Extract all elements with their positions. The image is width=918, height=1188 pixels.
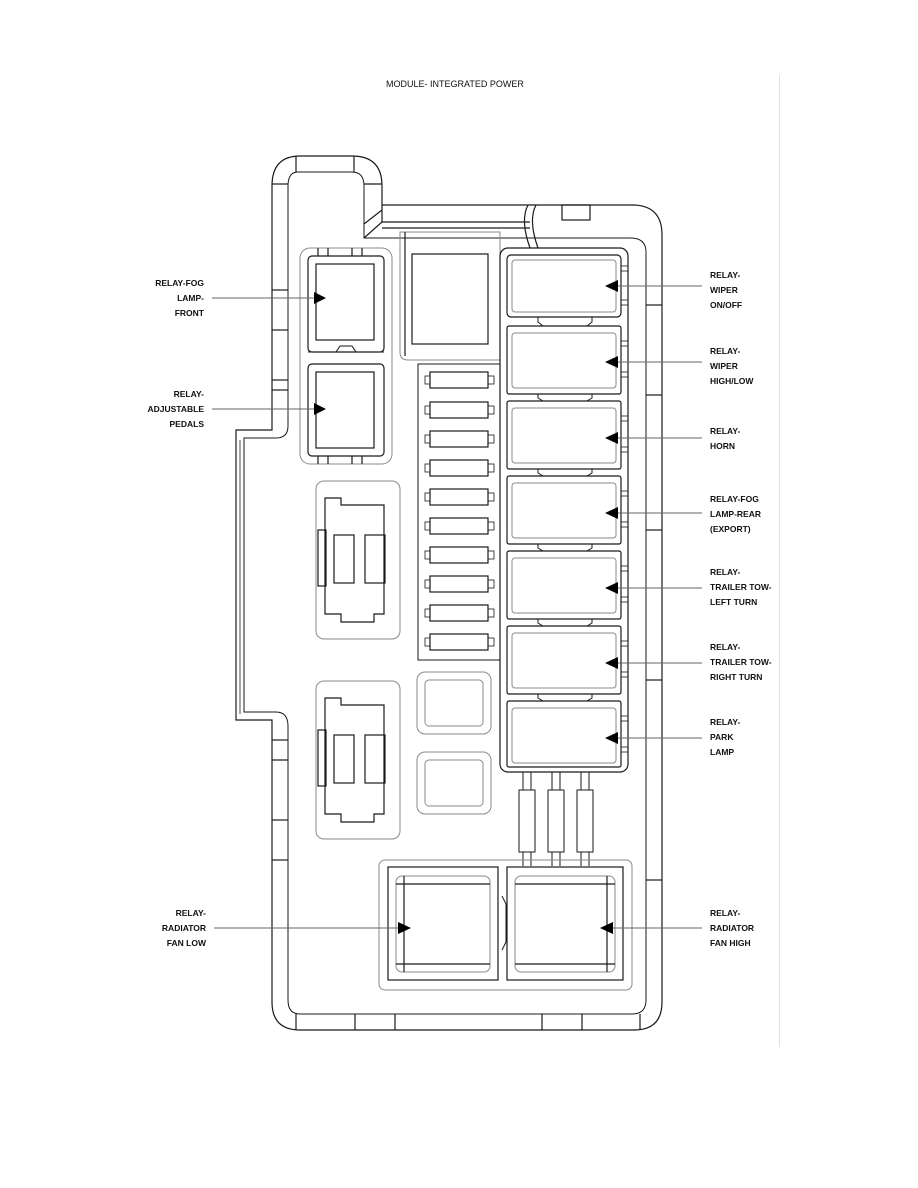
label-relay-trailer-tow-right-turn: RELAY- TRAILER TOW- RIGHT TURN (710, 642, 772, 682)
relay-fog-lamp-front (299, 247, 393, 465)
label-relay-fog-lamp-front: RELAY-FOG LAMP- FRONT (155, 278, 204, 318)
center-block-top (399, 231, 501, 361)
arrow-left-icon (605, 732, 618, 744)
diagram-title: MODULE- INTEGRATED POWER (386, 79, 524, 89)
relay-adjustable-pedals (307, 363, 385, 464)
label-relay-trailer-tow-left-turn: RELAY- TRAILER TOW- LEFT TURN (710, 567, 772, 607)
label-relay-wiper-on-off: RELAY- WIPER ON/OFF (710, 270, 743, 310)
cartridge-fuses (518, 772, 594, 866)
arrow-right-icon (314, 292, 326, 304)
radiator-fan-relays (378, 859, 633, 991)
arrowheads (314, 280, 618, 934)
label-relay-park-lamp: RELAY- PARK LAMP (710, 717, 741, 757)
arrow-left-icon (605, 432, 618, 444)
leader-lines (212, 285, 702, 929)
page-edge-rule (779, 75, 780, 1047)
arrow-right-icon (398, 922, 411, 934)
arrow-left-icon (605, 356, 618, 368)
spare-sockets (416, 671, 492, 815)
arrow-left-icon (605, 507, 618, 519)
label-relay-radiator-fan-high: RELAY- RADIATOR FAN HIGH (710, 908, 755, 948)
arrow-left-icon (600, 922, 613, 934)
connector-upper (315, 480, 401, 640)
fuse-block (417, 363, 501, 661)
label-relay-adjustable-pedals: RELAY- ADJUSTABLE PEDALS (147, 389, 204, 429)
label-relay-radiator-fan-low: RELAY- RADIATOR FAN LOW (161, 908, 206, 948)
label-relay-horn: RELAY- HORN (710, 426, 741, 451)
label-relay-wiper-high-low: RELAY- WIPER HIGH/LOW (710, 346, 754, 386)
relay-column-right (499, 247, 629, 773)
arrow-left-icon (605, 582, 618, 594)
arrow-left-icon (605, 280, 618, 292)
arrow-left-icon (605, 657, 618, 669)
module-housing (235, 155, 663, 1031)
label-relay-fog-lamp-rear: RELAY-FOG LAMP-REAR (EXPORT) (710, 494, 761, 534)
arrow-right-icon (314, 403, 326, 415)
connector-lower (315, 680, 401, 840)
